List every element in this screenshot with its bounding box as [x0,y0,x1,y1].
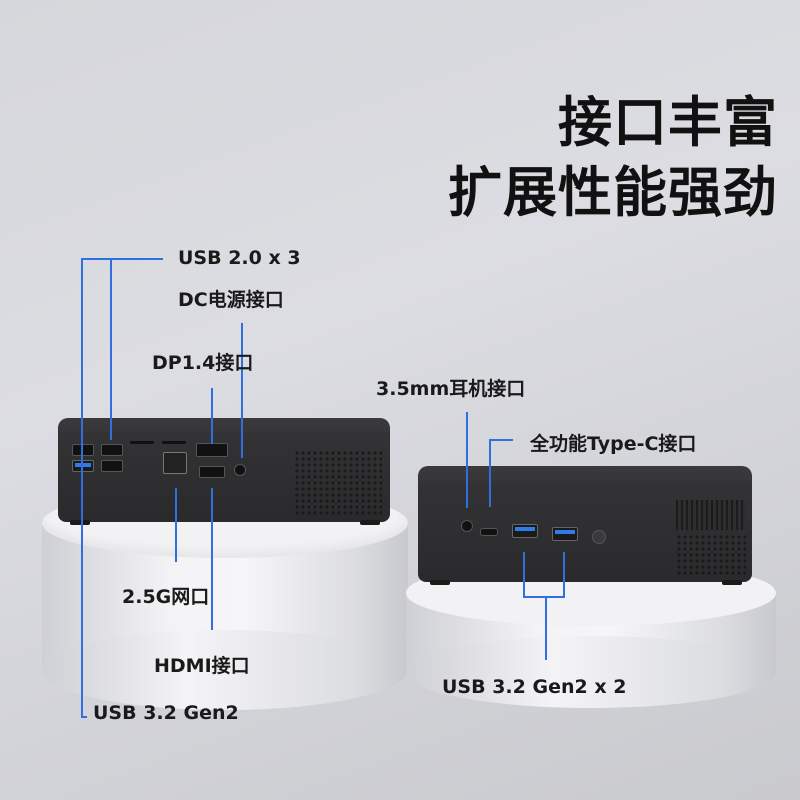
usb2-port [72,444,94,456]
callout-hdmi: HDMI接口 [154,655,250,677]
callout-audio: 3.5mm耳机接口 [376,378,526,400]
typec-port [480,528,498,536]
hdmi-port [199,466,225,478]
usb32-port [72,460,94,472]
headline-line-1: 接口丰富 [558,91,778,154]
power-button [592,530,606,544]
dc-power-port [234,464,246,476]
callout-usb20: USB 2.0 x 3 [178,247,301,269]
callout-usb32x2: USB 3.2 Gen2 x 2 [442,676,627,698]
headline-line-2: 扩展性能强劲 [448,161,778,224]
usb32-port [512,524,538,538]
audio-jack [461,520,473,532]
callout-lan: 2.5G网口 [122,586,210,608]
lan-port [163,452,187,474]
usb2-port [101,444,123,456]
callout-dc-power: DC电源接口 [178,289,284,311]
callout-usb32: USB 3.2 Gen2 [93,702,239,724]
callout-typec: 全功能Type-C接口 [530,433,697,455]
dp-port [196,443,228,457]
usb2-port [101,460,123,472]
callout-dp: DP1.4接口 [152,352,254,374]
usb32-port [552,527,578,541]
